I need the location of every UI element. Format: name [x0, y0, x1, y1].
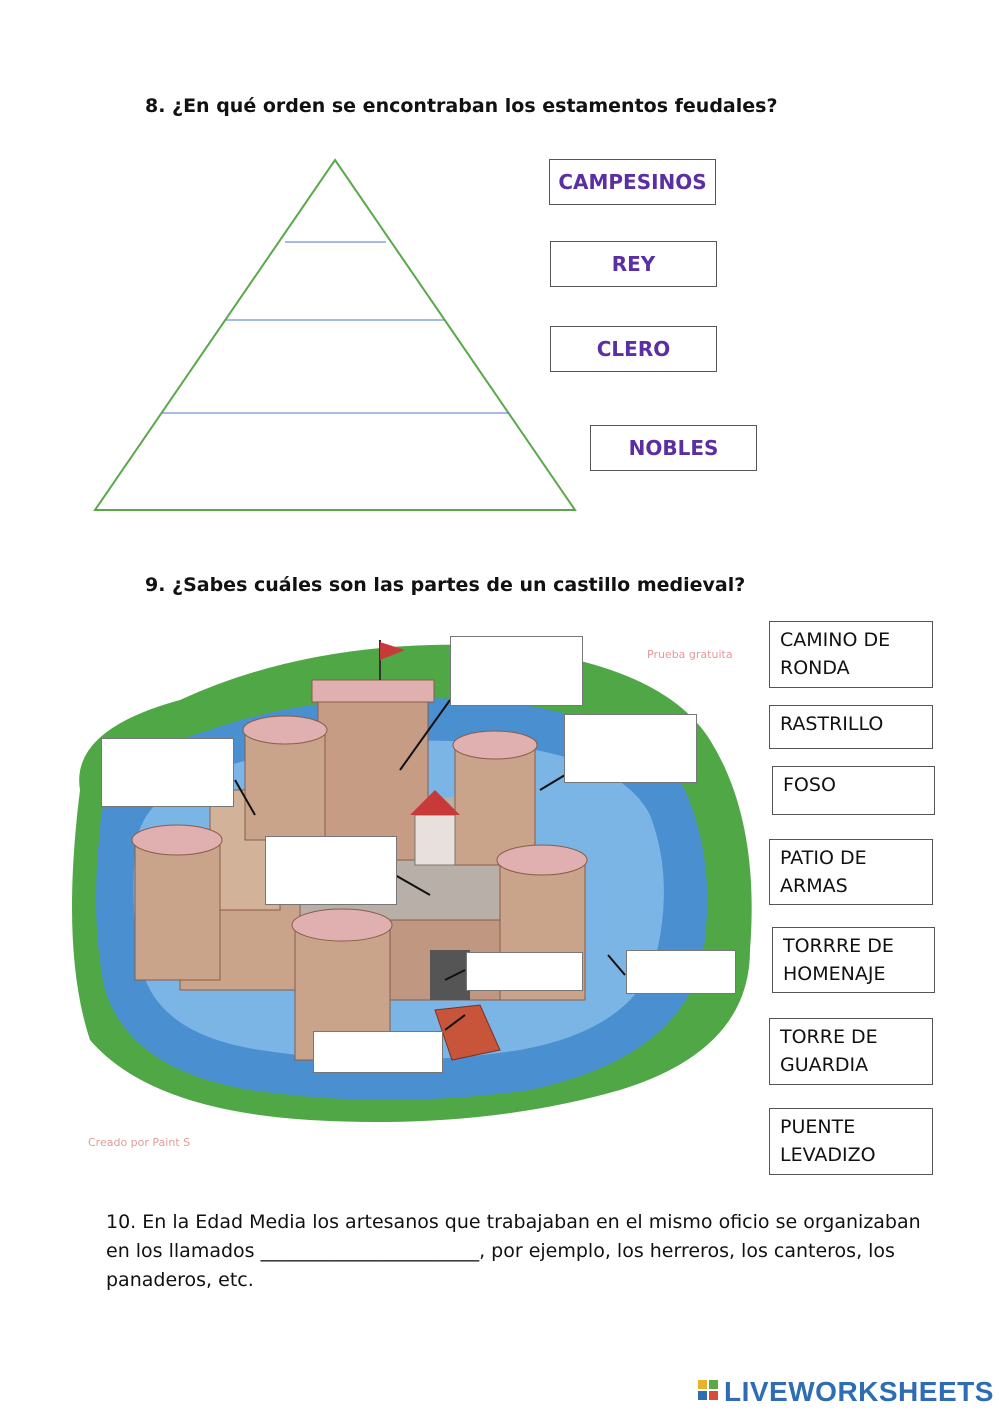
option-clero[interactable]: CLERO: [550, 326, 717, 372]
liveworksheets-brand: LIVEWORKSHEETS: [698, 1376, 994, 1408]
q10-text-end: , por ejemplo, los herreros, los cantero…: [106, 1240, 895, 1291]
question-9: 9. ¿Sabes cuáles son las partes de un ca…: [145, 574, 746, 596]
label-patio-de-armas[interactable]: PATIO DE ARMAS: [769, 839, 933, 905]
feudal-pyramid: [93, 158, 577, 511]
answer-box-keep[interactable]: [450, 636, 583, 706]
liveworksheets-logo-icon: [698, 1380, 720, 1404]
brand-name: LIVEWORKSHEETS: [724, 1376, 994, 1407]
option-campesinos[interactable]: CAMPESINOS: [549, 159, 716, 205]
label-torre-de-homenaje[interactable]: TORRRE DE HOMENAJE: [772, 927, 935, 993]
q10-blank[interactable]: _______________________: [260, 1240, 480, 1262]
answer-box-moat[interactable]: [626, 950, 736, 994]
label-camino-de-ronda[interactable]: CAMINO DE RONDA: [769, 621, 933, 688]
option-rey[interactable]: REY: [550, 241, 717, 287]
q10-text-start: 10. En la Edad Media los artesanos que t…: [106, 1211, 921, 1262]
label-puente-levadizo[interactable]: PUENTE LEVADIZO: [769, 1108, 933, 1175]
answer-box-tower[interactable]: [564, 714, 697, 783]
arrow-icon: [234, 699, 626, 1031]
flag-icon: [380, 642, 405, 660]
option-nobles[interactable]: NOBLES: [590, 425, 757, 471]
watermark-trial: Prueba gratuita: [647, 648, 733, 661]
label-foso[interactable]: FOSO: [772, 766, 935, 815]
answer-box-walkway[interactable]: [101, 738, 234, 807]
watermark-created: Creado por Paint S: [88, 1136, 191, 1149]
label-torre-de-guardia[interactable]: TORRE DE GUARDIA: [769, 1018, 933, 1085]
answer-box-portcullis[interactable]: [466, 952, 583, 991]
label-rastrillo[interactable]: RASTRILLO: [769, 705, 933, 749]
question-10: 10. En la Edad Media los artesanos que t…: [106, 1208, 936, 1295]
question-8: 8. ¿En qué orden se encontraban los esta…: [145, 95, 778, 117]
answer-box-courtyard[interactable]: [265, 836, 397, 905]
answer-box-drawbridge[interactable]: [313, 1031, 443, 1073]
